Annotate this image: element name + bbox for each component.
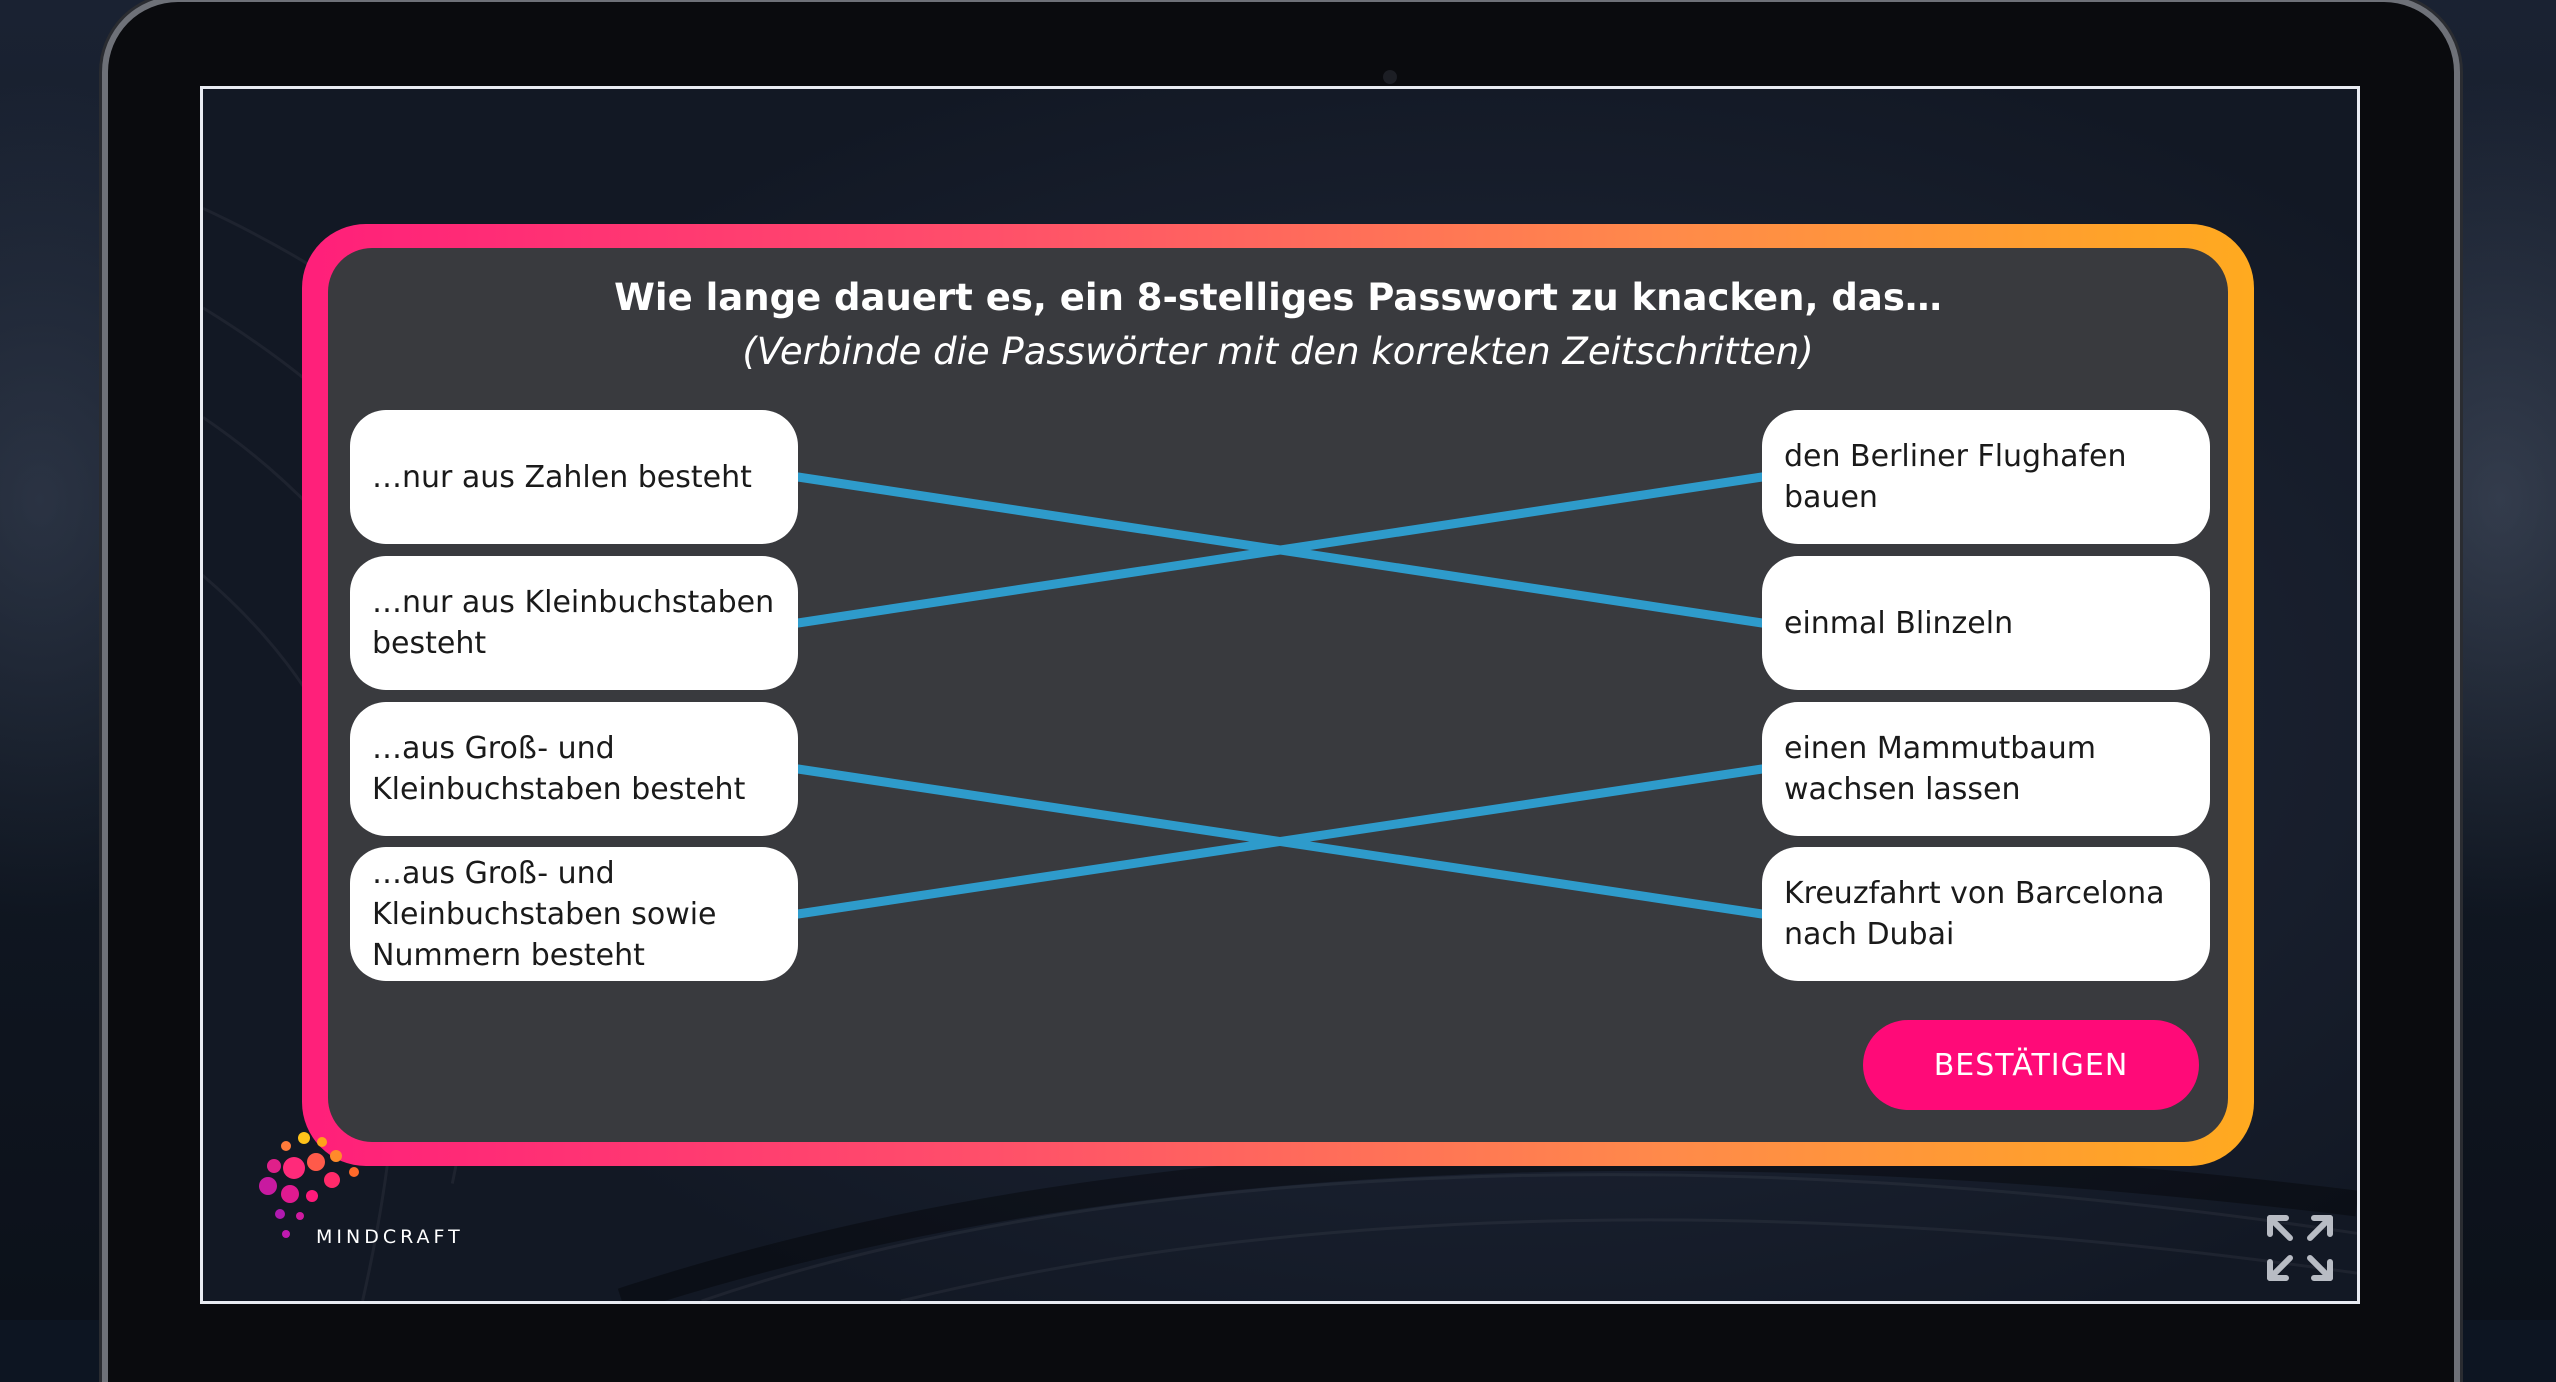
left-item-label: …aus Groß- und Kleinbuchstaben besteht bbox=[372, 731, 746, 807]
right-item-berlin-airport[interactable]: den Berliner Flughafen bauen bbox=[1762, 410, 2210, 544]
left-item-label: …nur aus Zahlen besteht bbox=[372, 459, 752, 495]
right-item-label: den Berliner Flughafen bauen bbox=[1784, 439, 2127, 515]
left-item-mixed-case[interactable]: …aus Groß- und Kleinbuchstaben besteht bbox=[350, 702, 798, 836]
right-item-sequoia[interactable]: einen Mammutbaum wachsen lassen bbox=[1762, 702, 2210, 836]
left-item-lowercase-only[interactable]: …nur aus Kleinbuchstaben besteht bbox=[350, 556, 798, 690]
logo-wordmark: MINDCRAFT bbox=[316, 1226, 464, 1248]
quiz-panel bbox=[328, 248, 2228, 1142]
right-item-label: einen Mammutbaum wachsen lassen bbox=[1784, 731, 2096, 807]
confirm-button[interactable]: BESTÄTIGEN bbox=[1863, 1020, 2199, 1110]
webcam-dot bbox=[1383, 70, 1397, 84]
question-instruction: (Verbinde die Passwörter mit den korrekt… bbox=[742, 330, 1814, 373]
expand-arrows-icon[interactable] bbox=[2264, 1212, 2336, 1284]
left-item-label: …nur aus Kleinbuchstaben besteht bbox=[372, 585, 775, 661]
right-item-cruise[interactable]: Kreuzfahrt von Barcelona nach Dubai bbox=[1762, 847, 2210, 981]
left-item-label: …aus Groß- und Kleinbuchstaben sowie Num… bbox=[372, 855, 717, 973]
right-item-blink[interactable]: einmal Blinzeln bbox=[1762, 556, 2210, 690]
mindcraft-logo-icon bbox=[259, 1132, 359, 1238]
left-item-mixed-case-numbers[interactable]: …aus Groß- und Kleinbuchstaben sowie Num… bbox=[350, 847, 798, 981]
right-item-label: Kreuzfahrt von Barcelona nach Dubai bbox=[1784, 876, 2165, 952]
right-item-label: einmal Blinzeln bbox=[1784, 605, 2014, 641]
left-item-numbers-only[interactable]: …nur aus Zahlen besteht bbox=[350, 410, 798, 544]
question-title: Wie lange dauert es, ein 8-stelliges Pas… bbox=[614, 276, 1942, 319]
